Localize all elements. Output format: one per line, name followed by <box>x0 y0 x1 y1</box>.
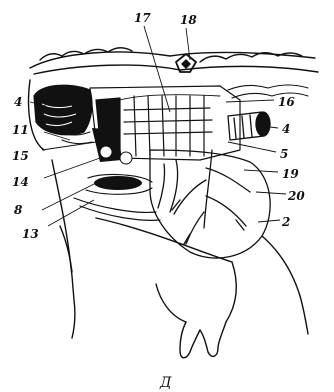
abdominal-wall <box>74 198 160 220</box>
figure-caption: Д <box>159 375 172 391</box>
label-8: 8 <box>14 203 23 217</box>
label-17: 17 <box>134 11 151 25</box>
left-dark-compartment <box>34 85 92 135</box>
label-16: 16 <box>278 95 295 109</box>
label-14: 14 <box>12 175 29 189</box>
label-4-left: 4 <box>14 95 22 109</box>
label-2: 2 <box>281 215 290 229</box>
label-11: 11 <box>12 123 29 137</box>
label-19: 19 <box>282 167 299 181</box>
dark-oval-organ <box>86 175 152 195</box>
label-18: 18 <box>180 13 197 27</box>
abdominal-mass <box>150 150 270 258</box>
label-15: 15 <box>12 149 29 163</box>
label-20: 20 <box>287 189 305 203</box>
label-4-right: 4 <box>282 122 290 136</box>
label-5: 5 <box>280 147 288 161</box>
label-13: 13 <box>22 227 39 241</box>
